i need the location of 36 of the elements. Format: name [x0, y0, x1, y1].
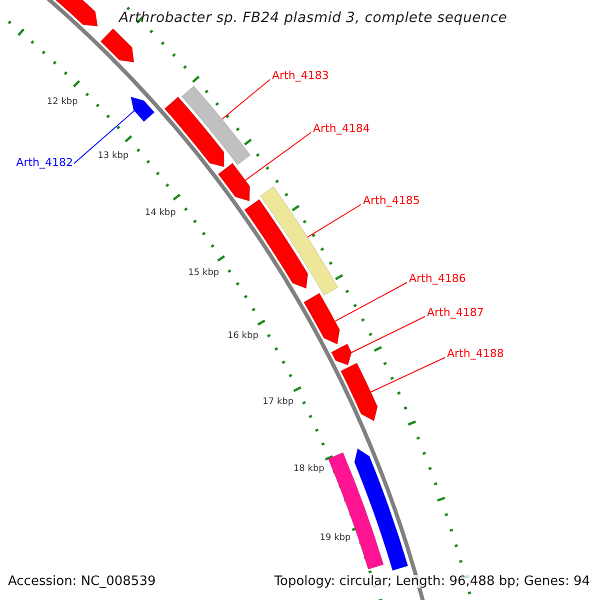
gene-feature [130, 96, 155, 122]
gene-label: Arth_4186 [409, 273, 466, 284]
tick-label: 12 kbp [46, 98, 78, 107]
gene-feature [331, 344, 352, 366]
gene-feature [354, 448, 408, 571]
gene-label: Arth_4185 [363, 195, 420, 206]
leader-line [222, 79, 270, 120]
leader-line [370, 357, 446, 392]
tick-label: 14 kbp [144, 209, 176, 218]
gene-label: Arth_4183 [272, 70, 329, 81]
leader-line [351, 316, 426, 353]
tick-label: 15 kbp [188, 269, 220, 278]
leader-line [244, 132, 312, 181]
gene-feature [340, 362, 378, 422]
map-title: Arthrobacter sp. FB24 plasmid 3, complete sequence [119, 11, 508, 25]
tick-label: 13 kbp [98, 152, 129, 161]
leader-line [74, 110, 135, 164]
summary-text: Topology: circular; Length: 96,488 bp; Genes: 94 [274, 575, 590, 588]
leader-line [334, 282, 408, 322]
tick-label: 19 kbp [320, 534, 351, 544]
leader-line [307, 204, 362, 238]
tick-label: 17 kbp [262, 398, 294, 407]
gene-bar [260, 186, 338, 296]
gene-label: Arth_4188 [447, 348, 504, 359]
gene-label: Arth_4182 [16, 157, 73, 168]
gene-feature [244, 199, 308, 289]
tick-label: 16 kbp [227, 332, 258, 342]
gene-feature [304, 292, 340, 344]
gene-label: Arth_4184 [313, 123, 370, 134]
gene-bar [182, 86, 251, 165]
gene-feature [218, 162, 250, 202]
gene-feature [100, 28, 134, 62]
accession-text: Accession: NC_008539 [8, 575, 156, 588]
gene-feature [164, 96, 224, 168]
gene-label: Arth_4187 [427, 307, 484, 318]
tick-label: 18 kbp [293, 465, 324, 474]
